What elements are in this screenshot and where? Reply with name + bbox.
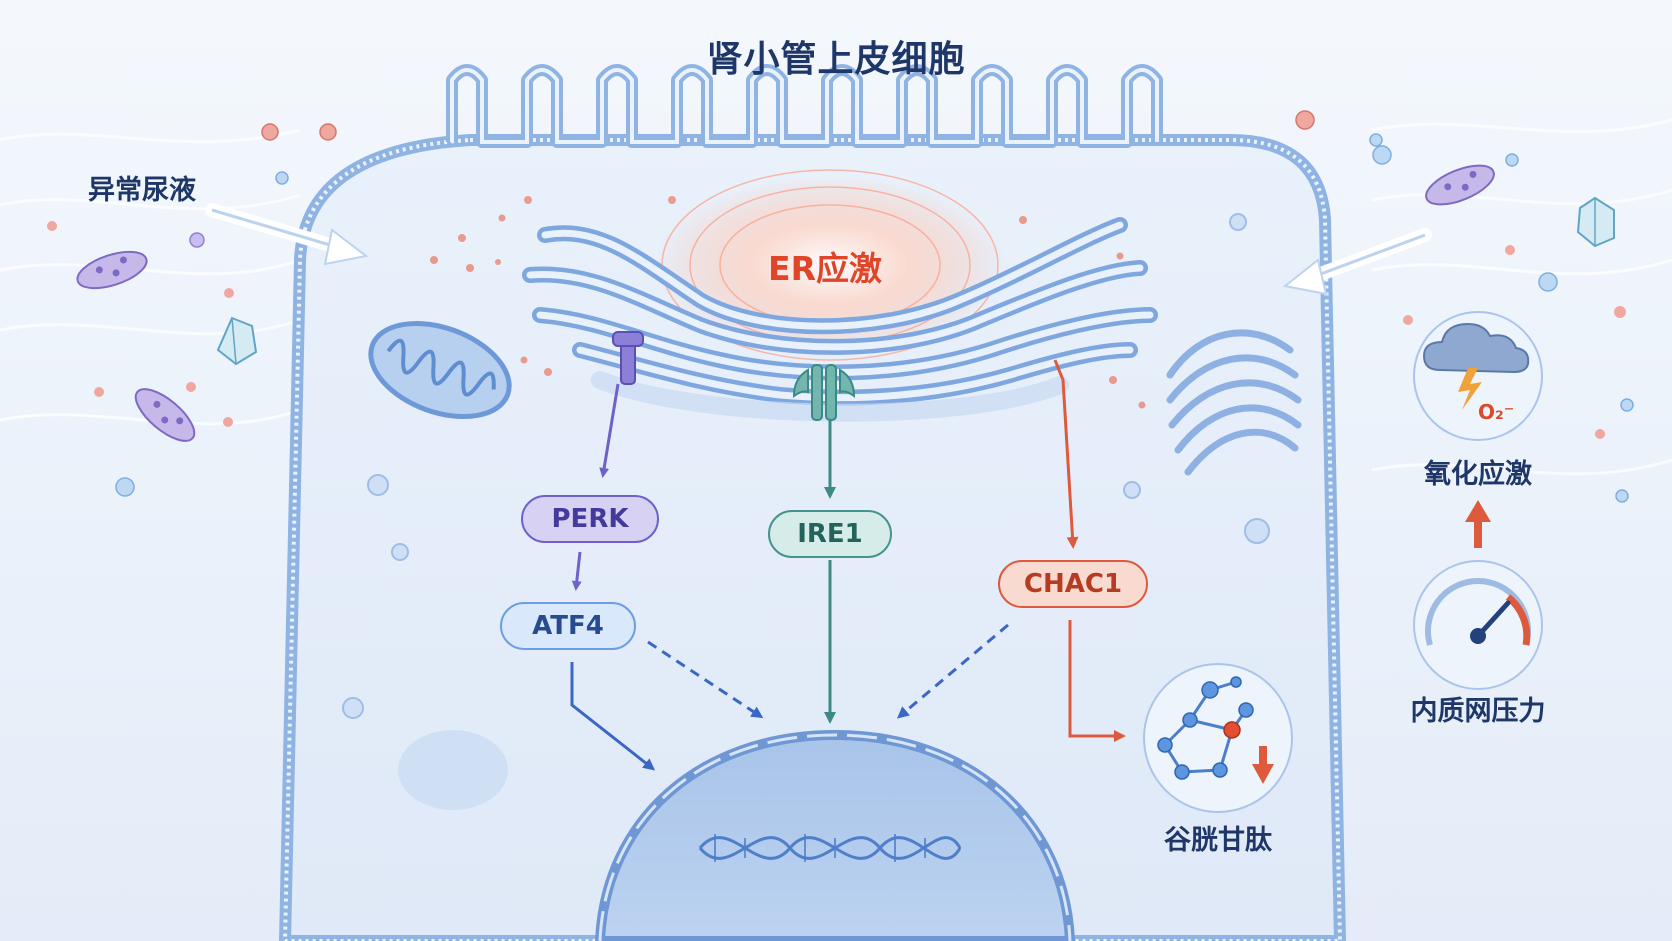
- arrow-er-to-chac1: [1053, 359, 1079, 549]
- bacterium-icon: [76, 250, 148, 290]
- arrow-perk-to-atf4: [571, 551, 582, 591]
- bacterium-icon: [1425, 164, 1495, 206]
- bacterium-icon: [134, 388, 196, 442]
- dna-icon: [698, 834, 962, 862]
- arrow-atf4-to-nucleus: [570, 662, 656, 771]
- atf4-node: ATF4: [500, 602, 636, 650]
- extracellular-particles: [47, 110, 1634, 503]
- decrease-arrow-icon: [1252, 746, 1274, 784]
- perk-receptor: [612, 331, 644, 385]
- abnormal-urine-label: 异常尿液: [88, 175, 196, 206]
- arrow-chac1-to-glutathione: [1068, 620, 1126, 742]
- arrow-chac1-dashed: [896, 623, 1009, 719]
- inflow-arrow-left: [205, 203, 369, 266]
- microvilli: [446, 64, 1163, 148]
- vesicles: [342, 213, 1270, 719]
- inflow-arrow-right: [1282, 228, 1432, 296]
- crystal-icon: [216, 316, 258, 366]
- arrow-er-to-perk: [599, 383, 620, 478]
- pressure-gauge-icon: [1413, 560, 1543, 690]
- glutathione-label: 谷胱甘肽: [1164, 825, 1272, 856]
- urine-flow-waves: [0, 118, 1672, 476]
- er-pressure-label: 内质网压力: [1410, 696, 1546, 727]
- chac1-node: CHAC1: [998, 560, 1148, 608]
- golgi-apparatus: [1166, 329, 1302, 476]
- perk-node: PERK: [521, 495, 659, 543]
- ire1-receptor: [792, 364, 856, 421]
- glutathione-icon: [1143, 663, 1293, 813]
- pathway-arrows: [570, 359, 1126, 771]
- superoxide-label: O₂⁻: [1478, 400, 1515, 424]
- vacuole: [398, 730, 508, 810]
- ire1-node: IRE1: [768, 510, 892, 558]
- particles: [430, 196, 1146, 409]
- diagram-title: 肾小管上皮细胞: [706, 39, 966, 80]
- arrow-atf4-dashed: [647, 640, 764, 719]
- increase-arrow-icon: [1465, 500, 1491, 548]
- mitochondrion: [368, 320, 512, 420]
- oxidative-stress-icon: [1413, 311, 1543, 441]
- er-stress-label: ER应激: [768, 249, 882, 288]
- crystal-icon: [1576, 196, 1615, 248]
- oxidative-stress-label: 氧化应激: [1424, 459, 1532, 490]
